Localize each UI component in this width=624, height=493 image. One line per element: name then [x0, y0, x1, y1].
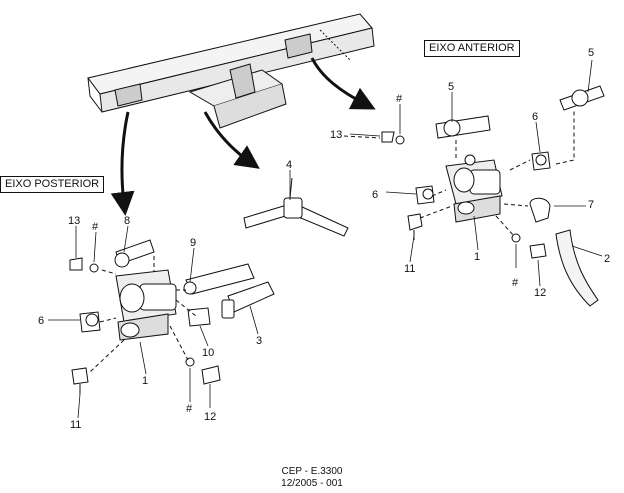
- callout-rear-12: 12: [204, 411, 216, 423]
- callout-front-6a: 6: [532, 111, 538, 123]
- callout-rear-9: 9: [190, 237, 196, 249]
- rear-valve-assembly: [69, 239, 275, 394]
- direction-arrows: [110, 57, 376, 216]
- callout-rear-11: 11: [70, 419, 81, 431]
- callout-front-13: 13: [330, 129, 342, 141]
- callout-front-12: 12: [534, 287, 546, 299]
- callout-front-hash-top: #: [396, 93, 403, 105]
- callout-rear-6: 6: [38, 315, 44, 327]
- t-connector-part-4: [243, 177, 349, 237]
- chassis-frame: [87, 13, 375, 129]
- callout-front-hash-bottom: #: [512, 277, 519, 289]
- callout-rear-8: 8: [124, 215, 130, 227]
- callout-rear-1: 1: [142, 375, 148, 387]
- leader-lines: [48, 59, 603, 419]
- rear-dashed-lines: [89, 256, 197, 373]
- callout-front-5a: 5: [588, 47, 594, 59]
- footer-line-2: 12/2005 - 001: [281, 478, 343, 489]
- callout-4: 4: [286, 159, 292, 171]
- front-dashed-lines: [343, 110, 575, 237]
- callout-front-11: 11: [404, 263, 415, 275]
- callout-rear-hash-top: #: [92, 221, 99, 233]
- callout-rear-3: 3: [256, 335, 262, 347]
- rear-callouts: 13 # 8 9 6 10 3 1 11 # 12: [38, 215, 262, 431]
- front-valve-assembly: [381, 85, 605, 307]
- callout-rear-13: 13: [68, 215, 80, 227]
- callout-rear-10: 10: [202, 347, 214, 359]
- rear-axle-label: EIXO POSTERIOR: [0, 176, 105, 193]
- callout-front-2: 2: [604, 253, 610, 265]
- callout-front-6b: 6: [372, 189, 378, 201]
- callout-front-5b: 5: [448, 81, 454, 93]
- front-callouts: 5 5 # 13 6 6 7 4 1 2 11 # 12: [286, 47, 610, 299]
- footer-line-1: CEP - E.3300: [281, 466, 343, 477]
- callout-rear-hash-bottom: #: [186, 403, 193, 415]
- callout-front-7: 7: [588, 199, 594, 211]
- front-axle-label: EIXO ANTERIOR: [424, 40, 520, 57]
- callout-front-1: 1: [474, 251, 480, 263]
